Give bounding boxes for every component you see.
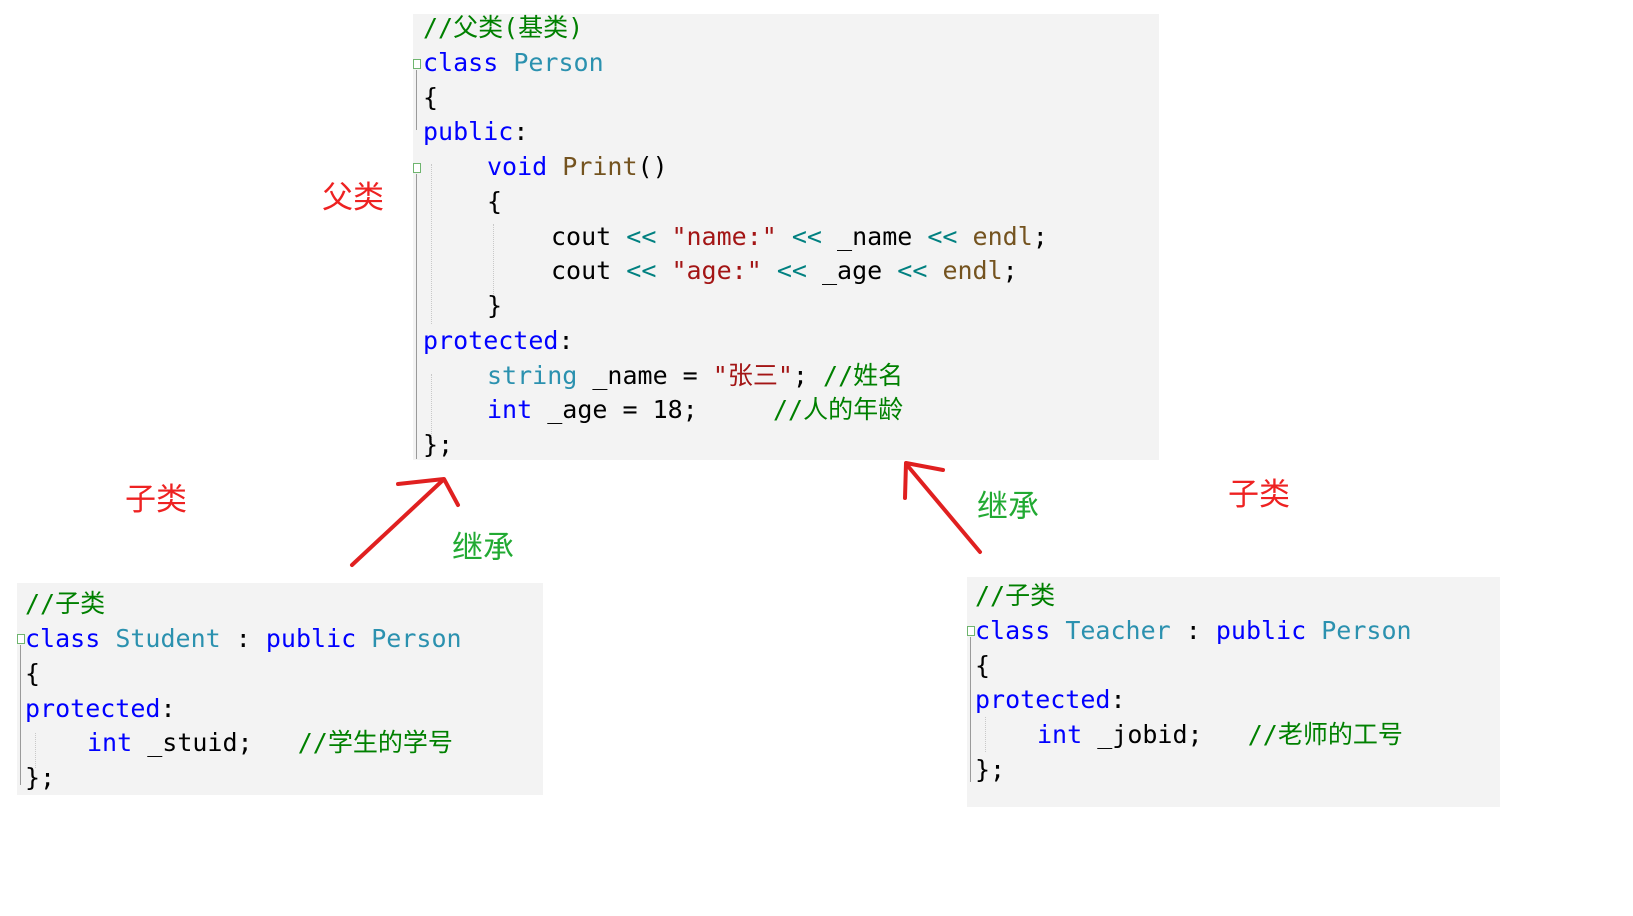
fold-toggle-icon[interactable] [967,626,975,636]
keyword: public [265,624,357,653]
outline-bar [416,70,417,130]
class-declaration: class Student : public Person [25,624,462,653]
class-name: Student [115,624,221,653]
brace: { [975,651,991,680]
code-comment: //父类(基类) [423,13,584,42]
keyword: int [1037,720,1083,749]
class-name: Teacher [1065,616,1171,645]
keyword: protected [423,326,559,355]
class-name: Person [513,48,604,77]
keyword: public [1215,616,1307,645]
string-literal: "age:" [671,256,762,285]
access-specifier: public: [423,117,529,146]
indent-guide [431,164,432,324]
indent-guide [431,374,432,444]
fold-toggle-icon[interactable] [413,59,421,69]
keyword: public [423,117,514,146]
student-class-code: //子类 class Student : public Person { pro… [17,583,543,795]
method-declaration: void Print() [487,152,668,181]
brace: { [423,83,439,112]
brace: }; [25,763,56,792]
brace: { [25,659,41,688]
brace: }; [975,755,1006,784]
class-declaration: class Teacher : public Person [975,616,1412,645]
parent-class-label: 父类 [322,180,384,216]
code-comment: //人的年龄 [773,395,904,424]
outline-bar [416,174,417,459]
brace: { [487,187,503,216]
inherit-arrow-left [350,479,444,567]
access-specifier: protected: [975,685,1126,714]
base-class-name: Person [371,624,462,653]
function-name: Print [562,152,638,181]
member-declaration: int _stuid; //学生的学号 [87,728,453,757]
outline-bar [20,645,21,785]
type-name: string [487,361,578,390]
code-comment: //子类 [25,589,106,618]
class-declaration: class Person [423,45,604,80]
keyword: int [87,728,133,757]
fold-toggle-icon[interactable] [17,634,25,644]
indent-guide [35,733,36,768]
code-statement: cout << "age:" << _age << endl; [551,256,1018,285]
inherit-arrow-right [905,463,982,554]
code-comment: //子类 [975,581,1056,610]
keyword: protected [25,694,161,723]
inherit-arrow-right-head [903,461,945,500]
string-literal: "name:" [671,222,777,251]
indent-guide [985,717,986,752]
code-comment: //姓名 [823,361,904,390]
brace: }; [423,430,454,459]
indent-guide [493,224,494,294]
member-declaration: string _name = "张三"; //姓名 [487,361,904,390]
teacher-class-code: //子类 class Teacher : public Person { pro… [967,577,1500,807]
child-class-label-right: 子类 [1228,477,1290,513]
inherit-label-left: 继承 [452,530,514,566]
inherit-arrow-left-head [396,477,460,507]
fold-toggle-icon[interactable] [413,163,421,173]
child-class-label-left: 子类 [125,482,187,518]
keyword: void [487,152,548,181]
keyword: int [487,395,533,424]
person-class-code: //父类(基类) class Person { public: void Pri… [413,13,1159,460]
inherit-label-right: 继承 [977,489,1039,525]
code-comment: //老师的工号 [1247,720,1403,749]
string-literal: "张三" [712,361,793,390]
keyword: class [975,616,1051,645]
keyword: class [25,624,101,653]
keyword: class [423,48,499,77]
outline-bar [970,637,971,782]
keyword: protected [975,685,1111,714]
code-comment: //学生的学号 [297,728,453,757]
member-declaration: int _jobid; //老师的工号 [1037,720,1403,749]
member-declaration: int _age = 18; //人的年龄 [487,395,904,424]
base-class-name: Person [1321,616,1412,645]
code-statement: cout << "name:" << _name << endl; [551,222,1048,251]
access-specifier: protected: [423,326,574,355]
brace: } [487,291,503,320]
access-specifier: protected: [25,694,176,723]
